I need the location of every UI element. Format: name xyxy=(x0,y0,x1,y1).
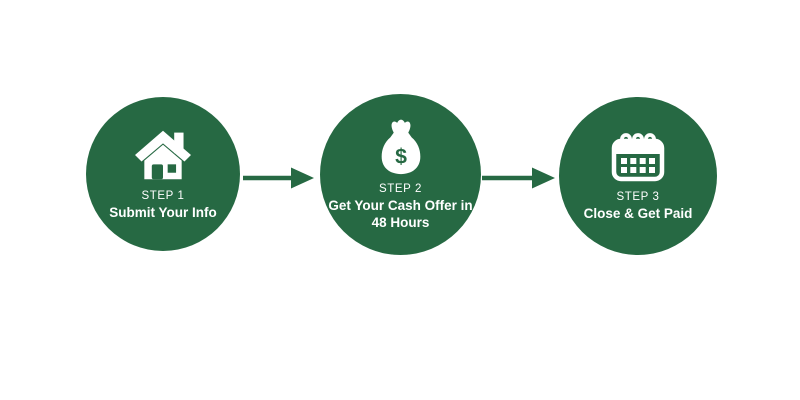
step-1-circle: STEP 1 Submit Your Info xyxy=(86,97,240,251)
flow-arrow-2 xyxy=(482,165,556,191)
money-bag-icon: $ xyxy=(377,118,425,176)
step-2-title: Get Your Cash Offer in 48 Hours xyxy=(328,197,473,230)
step-1-title: Submit Your Info xyxy=(109,204,217,220)
step-1-label: STEP 1 xyxy=(141,189,185,202)
flow-arrow-1 xyxy=(243,165,315,191)
calendar-icon xyxy=(609,130,667,184)
step-3-circle: STEP 3 Close & Get Paid xyxy=(559,97,717,255)
step-3-title: Close & Get Paid xyxy=(583,205,693,221)
dollar-sign: $ xyxy=(395,144,407,168)
step-3-label: STEP 3 xyxy=(616,190,660,203)
house-icon xyxy=(131,127,195,183)
step-2-circle: $ STEP 2 Get Your Cash Offer in 48 Hours xyxy=(320,94,481,255)
step-2-label: STEP 2 xyxy=(378,182,423,195)
